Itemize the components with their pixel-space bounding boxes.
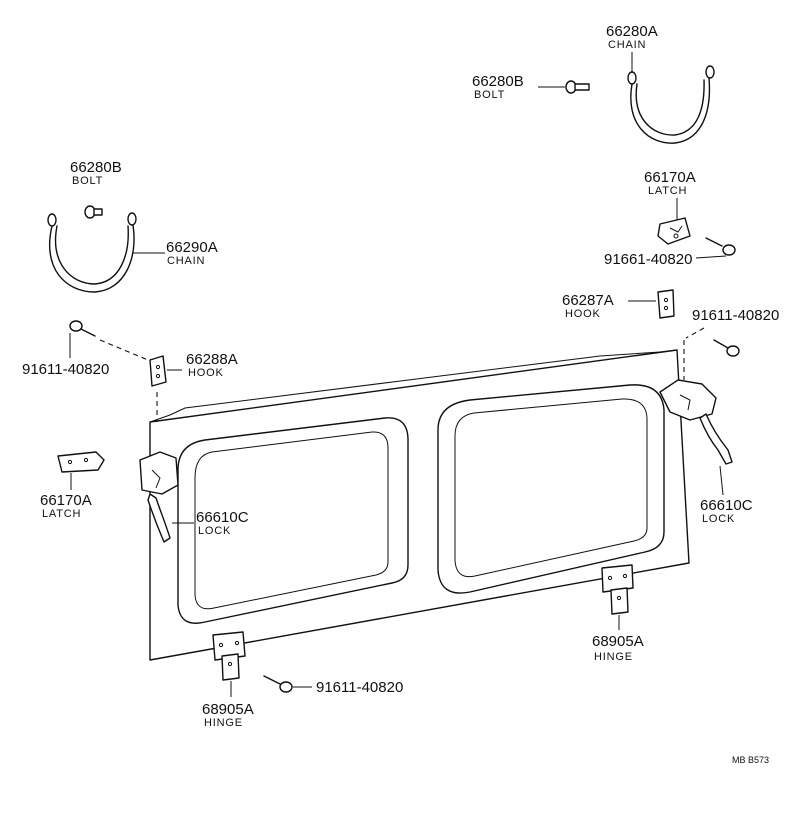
part-name: LOCK xyxy=(702,513,735,525)
part-number: 66288A xyxy=(186,351,238,368)
label-latch-left: 66170A LATCH xyxy=(40,492,92,520)
tailgate-panel xyxy=(149,349,690,661)
bolt-66280b-left xyxy=(84,205,103,219)
chain-66290a xyxy=(47,212,165,293)
label-bolt-hook-left: 91611-40820 xyxy=(22,361,109,378)
right-window xyxy=(437,384,665,594)
part-number: 91611-40820 xyxy=(22,361,109,378)
part-number: 66170A xyxy=(40,492,92,509)
label-hook-right: 66287A HOOK xyxy=(562,292,614,320)
hook-66288a xyxy=(149,355,182,387)
part-number: 66287A xyxy=(562,292,614,309)
label-bolt-top: 66280B BOLT xyxy=(472,73,524,101)
label-chain-top: 66280A CHAIN xyxy=(606,23,658,51)
label-hook-left: 66288A HOOK xyxy=(186,351,238,379)
part-name: BOLT xyxy=(72,175,103,187)
part-name: HINGE xyxy=(594,651,633,663)
part-number: 68905A xyxy=(202,701,254,718)
label-lock-left: 66610C LOCK xyxy=(196,509,249,537)
lock-66610c-right xyxy=(659,379,733,496)
bolt-91611-40820-bottom xyxy=(263,675,312,693)
bolt-91611-40820-left xyxy=(69,320,158,422)
bolt-91661-40820 xyxy=(695,237,736,259)
part-number: 66280B xyxy=(472,73,524,90)
part-name: LOCK xyxy=(198,525,231,537)
part-number: 66290A xyxy=(166,239,218,256)
hinge-68905a-left xyxy=(212,631,246,697)
diagram-code: MB B573 xyxy=(732,755,769,765)
left-window xyxy=(177,417,409,624)
label-bolt-left: 66280B BOLT xyxy=(70,159,122,187)
part-number: 68905A xyxy=(592,633,644,650)
part-name: HOOK xyxy=(565,308,601,320)
label-hinge-left: 68905A HINGE xyxy=(202,701,254,729)
label-bolt-hook-right: 91611-40820 xyxy=(692,307,779,324)
label-chain-left: 66290A CHAIN xyxy=(166,239,218,267)
bolt-66280b-top xyxy=(538,80,590,94)
part-name: BOLT xyxy=(474,89,505,101)
label-lock-right: 66610C LOCK xyxy=(700,497,753,525)
part-number: 66280B xyxy=(70,159,122,176)
part-number: 66610C xyxy=(196,509,249,526)
part-name: HOOK xyxy=(188,367,224,379)
part-name: CHAIN xyxy=(608,39,646,51)
hook-66287a xyxy=(628,289,675,319)
hinge-68905a-right xyxy=(601,564,634,630)
latch-66170a-right xyxy=(657,198,691,245)
chain-66280a xyxy=(627,52,715,144)
part-number: 91661-40820 xyxy=(604,251,692,268)
part-number: 91611-40820 xyxy=(692,307,779,324)
label-bolt-hinge: 91611-40820 xyxy=(316,679,403,696)
part-number: 66280A xyxy=(606,23,658,40)
latch-66170a-left xyxy=(57,451,105,490)
lock-66610c-left xyxy=(139,451,194,543)
bolt-91611-40820-right xyxy=(683,327,740,380)
part-name: LATCH xyxy=(42,508,81,520)
part-name: HINGE xyxy=(204,717,243,729)
part-name: CHAIN xyxy=(167,255,205,267)
part-number: 66170A xyxy=(644,169,696,186)
part-number: 66610C xyxy=(700,497,753,514)
label-hinge-right: 68905A HINGE xyxy=(592,633,644,663)
part-name: LATCH xyxy=(648,185,687,197)
label-bolt-latch-right: 91661-40820 xyxy=(604,251,692,268)
part-number: 91611-40820 xyxy=(316,679,403,696)
label-latch-right: 66170A LATCH xyxy=(644,169,696,197)
